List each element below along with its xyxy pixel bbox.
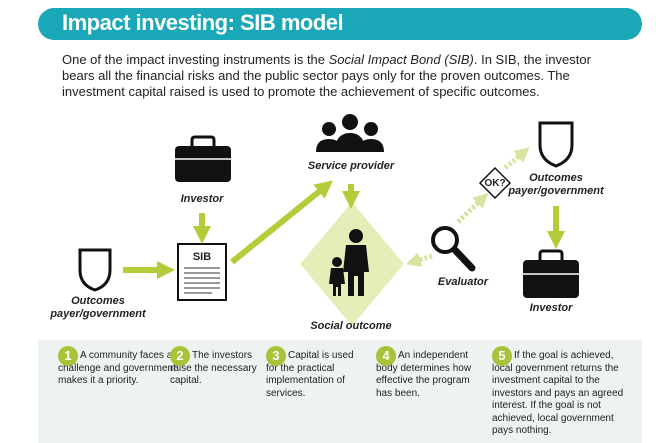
intro-text-after: . In SIB, the investor bears all the fin…	[62, 52, 591, 99]
ok-label: OK?	[484, 178, 505, 189]
page-title: Impact investing: SIB model	[62, 10, 344, 35]
shield-icon-right	[538, 121, 574, 168]
shield-icon-left	[78, 248, 112, 292]
label-outcomes-left-line1: Outcomes	[71, 295, 125, 307]
step-2-text: The investors raise the necessary capita…	[170, 350, 257, 386]
magnifier-icon	[431, 226, 476, 272]
label-evaluator: Evaluator	[437, 276, 489, 288]
briefcase-icon-top	[175, 135, 231, 182]
step-3-text: Capital is used for the practical implem…	[266, 350, 354, 399]
adult-person-icon	[343, 229, 369, 296]
dotted-arrow-evaluator-to-outcome	[405, 252, 433, 267]
arrow-sib-to-provider	[230, 180, 333, 265]
sib-document-icon: SIB	[177, 243, 227, 301]
label-outcomes-right: Outcomes payer/government	[508, 172, 604, 198]
dotted-arrow-ok-to-payer	[503, 147, 530, 170]
step-1-number: 1	[58, 346, 78, 366]
briefcase-icon-bottom	[523, 249, 579, 298]
steps-background	[38, 340, 642, 443]
label-outcomes-right-line2: payer/government	[508, 185, 604, 197]
label-outcomes-left: Outcomes payer/government	[50, 295, 146, 321]
label-service-provider: Service provider	[307, 160, 395, 172]
title-bar	[38, 8, 642, 40]
label-outcomes-right-line1: Outcomes	[529, 172, 583, 184]
dotted-arrow-evaluator-to-ok	[456, 192, 489, 224]
sib-label: SIB	[193, 251, 211, 263]
ok-diamond	[478, 166, 512, 200]
intro-paragraph: One of the impact investing instruments …	[62, 52, 622, 100]
step-4-number: 4	[376, 346, 396, 366]
step-1-text: A community faces a challenge and govern…	[58, 350, 176, 386]
step-5-text: If the goal is achieved, local governmen…	[492, 350, 624, 436]
intro-text-before: One of the impact investing instruments …	[62, 52, 329, 67]
step-4-text: An independent body determines how effec…	[376, 350, 472, 399]
step-2-number: 2	[170, 346, 190, 366]
intro-emphasis: Social Impact Bond (SIB)	[328, 52, 474, 67]
steps-row: A community faces a challenge and govern…	[38, 340, 642, 443]
label-outcomes-left-line2: payer/government	[50, 308, 146, 320]
label-investor-top: Investor	[180, 193, 224, 205]
label-investor-bottom: Investor	[529, 302, 573, 314]
label-social-outcome: Social outcome	[310, 320, 392, 332]
step-5-number: 5	[492, 346, 512, 366]
step-3-number: 3	[266, 346, 286, 366]
people-group-icon	[316, 114, 384, 152]
child-person-icon	[329, 257, 345, 296]
